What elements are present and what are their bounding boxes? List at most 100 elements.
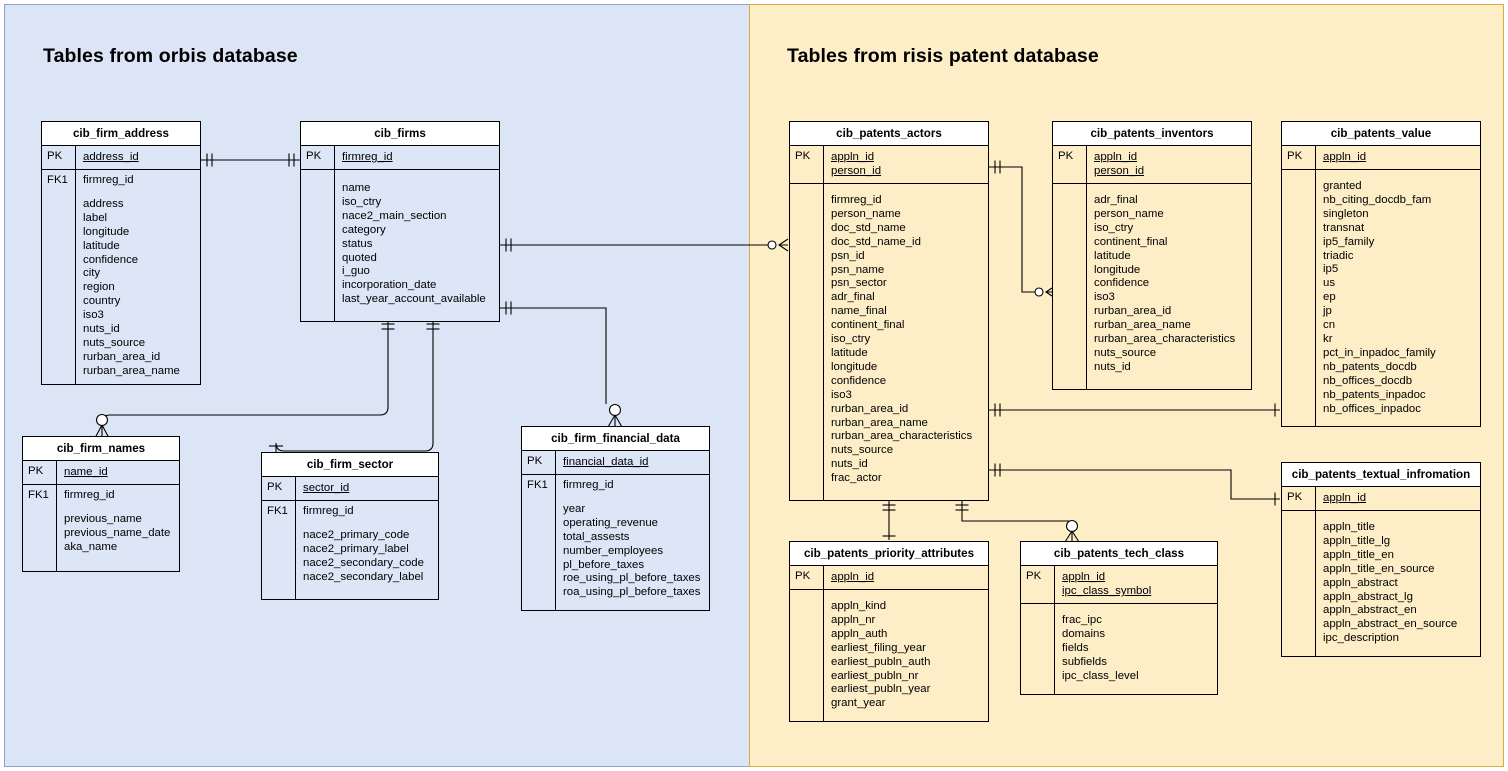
field: country bbox=[83, 295, 121, 308]
field: psn_name bbox=[831, 263, 885, 276]
pk-section: PK appln_id person_id bbox=[790, 146, 988, 184]
field: rurban_area_characteristics bbox=[1094, 333, 1236, 346]
field: nb_patents_docdb bbox=[1323, 360, 1417, 373]
attributes-section: frac_ipc domains fields subfields ipc_cl… bbox=[1021, 604, 1217, 694]
table-cib-patents-value[interactable]: cib_patents_value PK appln_id granted nb… bbox=[1281, 121, 1481, 428]
field: doc_std_name bbox=[831, 221, 906, 234]
field: confidence bbox=[831, 374, 887, 387]
pk-fields: address_id bbox=[76, 146, 200, 169]
attributes-section: granted nb_citing_docdb_fam singleton tr… bbox=[1282, 170, 1480, 427]
attributes-section: FK1 firmreg_id previous_name previous_na… bbox=[23, 485, 179, 571]
fk-label bbox=[790, 590, 824, 722]
field: appln_id bbox=[1094, 151, 1138, 163]
field: adr_final bbox=[831, 291, 875, 304]
field: address_id bbox=[83, 151, 139, 163]
field: ipc_class_level bbox=[1062, 669, 1139, 682]
table-cib-patents-priority-attributes[interactable]: cib_patents_priority_attributes PK appln… bbox=[789, 541, 989, 723]
field: last_year_account_available bbox=[342, 293, 486, 306]
table-cib-patents-actors[interactable]: cib_patents_actors PK appln_id person_id… bbox=[789, 121, 989, 502]
table-cib-firm-sector[interactable]: cib_firm_sector PK sector_id FK1 firmreg… bbox=[261, 452, 439, 600]
field: ipc_description bbox=[1323, 632, 1399, 645]
table-title: cib_patents_priority_attributes bbox=[790, 542, 988, 566]
pk-fields: firmreg_id bbox=[335, 146, 499, 169]
field: quoted bbox=[342, 251, 377, 264]
pk-label: PK bbox=[1053, 146, 1087, 183]
field: appln_id bbox=[1323, 492, 1367, 504]
field: longitude bbox=[1094, 263, 1141, 276]
field: appln_title_en bbox=[1323, 548, 1394, 561]
field: nace2_secondary_code bbox=[303, 556, 424, 569]
field-gap bbox=[64, 503, 174, 513]
field: year bbox=[563, 502, 586, 515]
field: appln_abstract_en bbox=[1323, 604, 1417, 617]
field: firmreg_id bbox=[64, 489, 115, 501]
field: continent_final bbox=[831, 319, 905, 332]
field: category bbox=[342, 223, 386, 236]
field: longitude bbox=[831, 360, 878, 373]
table-title: cib_firm_sector bbox=[262, 453, 438, 477]
field: previous_name_date bbox=[64, 526, 171, 539]
field: continent_final bbox=[1094, 235, 1168, 248]
pk-section: PK name_id bbox=[23, 461, 179, 485]
attributes-section: appln_kind appln_nr appln_auth earliest_… bbox=[790, 590, 988, 722]
field: iso3 bbox=[1094, 291, 1115, 304]
pk-section: PK address_id bbox=[42, 146, 200, 170]
pk-section: PK appln_id ipc_class_symbol bbox=[1021, 566, 1217, 604]
field: iso_ctry bbox=[831, 333, 871, 346]
field: appln_title_lg bbox=[1323, 534, 1391, 547]
pk-fields: financial_data_id bbox=[556, 451, 709, 474]
field: financial_data_id bbox=[563, 456, 649, 468]
field: doc_std_name_id bbox=[831, 235, 921, 248]
table-title: cib_patents_value bbox=[1282, 122, 1480, 146]
field: operating_revenue bbox=[563, 516, 658, 529]
fk-label: FK1 bbox=[23, 485, 57, 571]
field: nb_offices_inpadoc bbox=[1323, 402, 1421, 415]
field: previous_name bbox=[64, 512, 142, 525]
field: appln_kind bbox=[831, 600, 887, 612]
field: pl_before_taxes bbox=[563, 558, 645, 571]
pk-label: PK bbox=[790, 146, 824, 183]
table-title: cib_patents_inventors bbox=[1053, 122, 1251, 146]
table-cib-firms[interactable]: cib_firms PK firmreg_id name iso_ctry na… bbox=[300, 121, 500, 323]
field: region bbox=[83, 281, 115, 294]
field: granted bbox=[1323, 180, 1362, 192]
field: latitude bbox=[83, 239, 120, 252]
pk-section: PK firmreg_id bbox=[301, 146, 499, 170]
field: city bbox=[83, 267, 101, 280]
field: us bbox=[1323, 277, 1336, 290]
field: appln_abstract_lg bbox=[1323, 590, 1413, 603]
field: iso3 bbox=[83, 309, 104, 322]
table-cib-patents-inventors[interactable]: cib_patents_inventors PK appln_id person… bbox=[1052, 121, 1252, 390]
attribute-fields: firmreg_id previous_name previous_name_d… bbox=[57, 485, 179, 571]
field: name_final bbox=[831, 305, 887, 318]
pk-section: PK appln_id bbox=[790, 566, 988, 590]
panel-orbis-title: Tables from orbis database bbox=[43, 45, 298, 67]
table-cib-firm-address[interactable]: cib_firm_address PK address_id FK1 firmr… bbox=[41, 121, 201, 385]
field-gap bbox=[303, 519, 433, 529]
field: name_id bbox=[64, 466, 108, 478]
field-gap bbox=[563, 493, 704, 503]
field: appln_abstract_en_source bbox=[1323, 618, 1458, 631]
attribute-fields: firmreg_id person_name doc_std_name doc_… bbox=[824, 184, 988, 500]
field: earliest_filing_year bbox=[831, 641, 926, 654]
field: ipc_class_symbol bbox=[1062, 585, 1152, 597]
field: ip5_family bbox=[1323, 235, 1375, 248]
field: iso3 bbox=[831, 388, 852, 401]
attributes-section: FK1 firmreg_id address label longitude l… bbox=[42, 170, 200, 384]
table-title: cib_firm_financial_data bbox=[522, 427, 709, 451]
field: latitude bbox=[1094, 249, 1131, 262]
field: earliest_publn_nr bbox=[831, 669, 919, 682]
field: person_id bbox=[1094, 165, 1145, 177]
table-cib-firm-financial-data[interactable]: cib_firm_financial_data PK financial_dat… bbox=[521, 426, 710, 612]
field: pct_in_inpadoc_family bbox=[1323, 346, 1436, 359]
table-cib-firm-names[interactable]: cib_firm_names PK name_id FK1 firmreg_id… bbox=[22, 436, 180, 572]
pk-fields: appln_id person_id bbox=[824, 146, 988, 183]
table-cib-patents-tech-class[interactable]: cib_patents_tech_class PK appln_id ipc_c… bbox=[1020, 541, 1218, 695]
table-cib-patents-textual-infromation[interactable]: cib_patents_textual_infromation PK appln… bbox=[1281, 462, 1481, 658]
field: earliest_publn_year bbox=[831, 683, 931, 696]
field: confidence bbox=[83, 253, 139, 266]
fk-label: FK1 bbox=[262, 501, 296, 599]
pk-fields: appln_id bbox=[824, 566, 988, 589]
field: rurban_area_name bbox=[83, 364, 180, 377]
field: rurban_area_name bbox=[831, 416, 928, 429]
